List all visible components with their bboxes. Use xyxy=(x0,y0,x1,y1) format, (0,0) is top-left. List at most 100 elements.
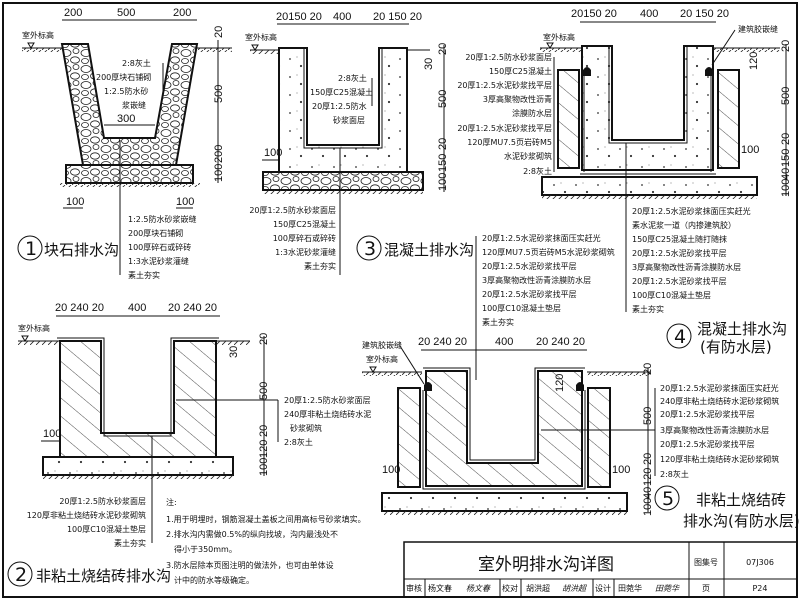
drawing-5-layer-list: 20厚1:2.5水泥砂浆抹面压实赶光 120厚MU7.5页岩砖M5水泥砂浆砌筑 … xyxy=(475,233,615,380)
layer-label: 20厚1:2.5水泥砂浆找平层 xyxy=(632,248,727,258)
layer-label: 涂膜防水层 xyxy=(512,108,552,118)
atlas-label: 图集号 xyxy=(694,557,718,567)
note-line: 1.用于明埋时，钢筋混凝土盖板之间用高标号砂浆填实。 xyxy=(166,514,366,524)
layer-label: 150厚C25混凝土 xyxy=(273,219,336,229)
layer-label: 20厚1:2.5水泥砂浆抹面压实赶光 xyxy=(660,383,779,393)
dim: 100 xyxy=(66,196,84,208)
layer-label: 20厚1:2.5防水砂浆面层 xyxy=(249,205,336,215)
dim: 20 150 20 xyxy=(373,11,422,23)
dim: 500 xyxy=(780,87,792,105)
brick-trough xyxy=(425,370,583,487)
layer-label: 20厚1:2.5防水砂浆面层 xyxy=(465,52,552,62)
layer-label: 200厚块石铺砌 xyxy=(96,72,151,82)
layer-label: 20厚1:2.5水泥砂浆找平层 xyxy=(660,439,755,449)
dim: 20 150 20 xyxy=(680,8,729,20)
note-line: 计中的防水等级确定。 xyxy=(174,575,254,585)
dim: 20 240 20 xyxy=(168,302,217,314)
dim: 400 xyxy=(495,336,513,348)
drawing-4-concrete-drain-waterproof: 室外标高 建筑胶嵌缝 20150 20 400 20 150 20 20 120… xyxy=(457,8,792,356)
detail-number-circle xyxy=(17,235,43,261)
dim: 150 xyxy=(780,149,792,167)
detail-number-circle xyxy=(356,235,382,261)
ground-level-label: 室外标高 xyxy=(245,32,277,42)
dim: 20 xyxy=(642,363,654,375)
dim: 100 xyxy=(741,144,759,156)
notes: 注: 1.用于明埋时，钢筋混凝土盖板之间用高标号砂浆填实。 2.排水沟内需做0.… xyxy=(166,497,366,585)
concrete-cushion xyxy=(541,176,758,196)
drawing-3-concrete-drain: 室外标高 20150 20 400 20 150 20 20 500 20 15… xyxy=(245,11,474,275)
layer-label: 砂浆面层 xyxy=(333,115,365,125)
dim: 20 xyxy=(780,133,792,145)
layer-label: 20厚1:2.5水泥砂浆找平层 xyxy=(660,409,755,419)
dim: 100 xyxy=(382,464,400,476)
detail-number: 5 xyxy=(662,488,674,510)
dim: 400 xyxy=(640,8,658,20)
dim: 500 xyxy=(437,90,449,108)
sealant-callout: 建筑胶嵌缝 xyxy=(362,340,402,350)
layer-label: 3厚高聚物改性沥青涂膜防水层 xyxy=(482,275,591,285)
dim: 20 240 20 xyxy=(418,336,467,348)
sealant-joint xyxy=(705,67,713,76)
layer-label: 1:2.5防水砂 xyxy=(104,86,149,96)
dim: 40 xyxy=(642,487,654,499)
layer-label: 100厚C10混凝土垫层 xyxy=(482,303,561,313)
dim: 20 xyxy=(437,43,449,55)
layer-label: 水泥砂浆砌筑 xyxy=(504,151,552,161)
layer-label: 20厚1:2.5水泥砂浆找平层 xyxy=(457,80,552,90)
dim: 20 xyxy=(213,26,225,38)
ground-level-label: 室外标高 xyxy=(366,354,398,364)
dim: 120 xyxy=(258,440,270,458)
layer-label: 120厚非粘土烧结砖水泥砂浆砌筑 xyxy=(660,454,779,464)
check-label: 校对 xyxy=(502,583,518,593)
concrete-trough xyxy=(581,45,714,171)
dim: 20 xyxy=(258,333,270,345)
drawing-1-stone-drain: 室外标高 200 500 200 20 500 200 100 100 100 … xyxy=(17,7,232,280)
layer-label: 1:2.5防水砂浆嵌缝 xyxy=(128,214,197,224)
detail-number: 4 xyxy=(674,326,686,348)
page-number: P24 xyxy=(752,584,767,593)
dim: 20150 20 xyxy=(571,8,617,20)
note-line: 3.防水层除本页图注明的做法外，也可由单体设 xyxy=(166,560,334,570)
ground-level-label: 室外标高 xyxy=(22,30,54,40)
dim: 100 xyxy=(437,173,449,191)
dim: 500 xyxy=(642,407,654,425)
dim: 100 xyxy=(176,196,194,208)
dim: 100 xyxy=(642,498,654,516)
detail-title: 非粘土烧结砖排水沟 xyxy=(36,567,171,585)
layer-label: 3厚高聚物改性沥青 xyxy=(483,94,552,104)
layer-label: 素土夯实 xyxy=(482,317,514,327)
layer-label: 20厚1:2.5水泥砂浆抹面压实赶光 xyxy=(632,206,751,216)
dim: 100 xyxy=(213,164,225,182)
designer-name: 田菀华 xyxy=(618,583,642,593)
dim: 120 xyxy=(642,468,654,486)
dim: 20 240 20 xyxy=(55,302,104,314)
layer-label: 2:8灰土 xyxy=(523,166,552,176)
layer-label: 1:3水泥砂浆灌缝 xyxy=(128,256,189,266)
dim: 500 xyxy=(117,7,135,19)
ground-level-label: 室外标高 xyxy=(18,323,50,333)
dim: 100 xyxy=(612,464,630,476)
brick-wall-right xyxy=(587,387,611,488)
dim: 20 xyxy=(642,453,654,465)
detail-number-circle xyxy=(666,323,692,349)
layer-label: 20厚1:2.5防水 xyxy=(312,101,367,111)
layer-label: 20厚1:2.5水泥砂浆找平层 xyxy=(482,261,577,271)
dim: 200 xyxy=(173,7,191,19)
sheet-title: 室外明排水沟详图 xyxy=(478,555,614,575)
dim: 20 xyxy=(437,138,449,150)
stone-base xyxy=(65,164,194,184)
sealant-joint xyxy=(576,382,584,391)
layer-label: 砂浆砌筑 xyxy=(290,423,322,433)
layer-label: 120厚非粘土烧结砖水泥砂浆砌筑 xyxy=(27,510,146,520)
layer-label: 浆嵌缝 xyxy=(122,100,146,110)
dim: 40 xyxy=(780,168,792,180)
notes-heading: 注: xyxy=(166,497,177,507)
detail-title: 非粘土烧结砖 xyxy=(696,491,786,509)
layer-label: 素土夯实 xyxy=(632,304,664,314)
dim: 300 xyxy=(117,113,135,125)
stone-base xyxy=(262,171,424,191)
detail-title: 混凝土排水沟 xyxy=(697,320,787,338)
dim: 200 xyxy=(213,145,225,163)
layer-label: 240厚非粘土烧结砖水泥 xyxy=(284,409,371,419)
